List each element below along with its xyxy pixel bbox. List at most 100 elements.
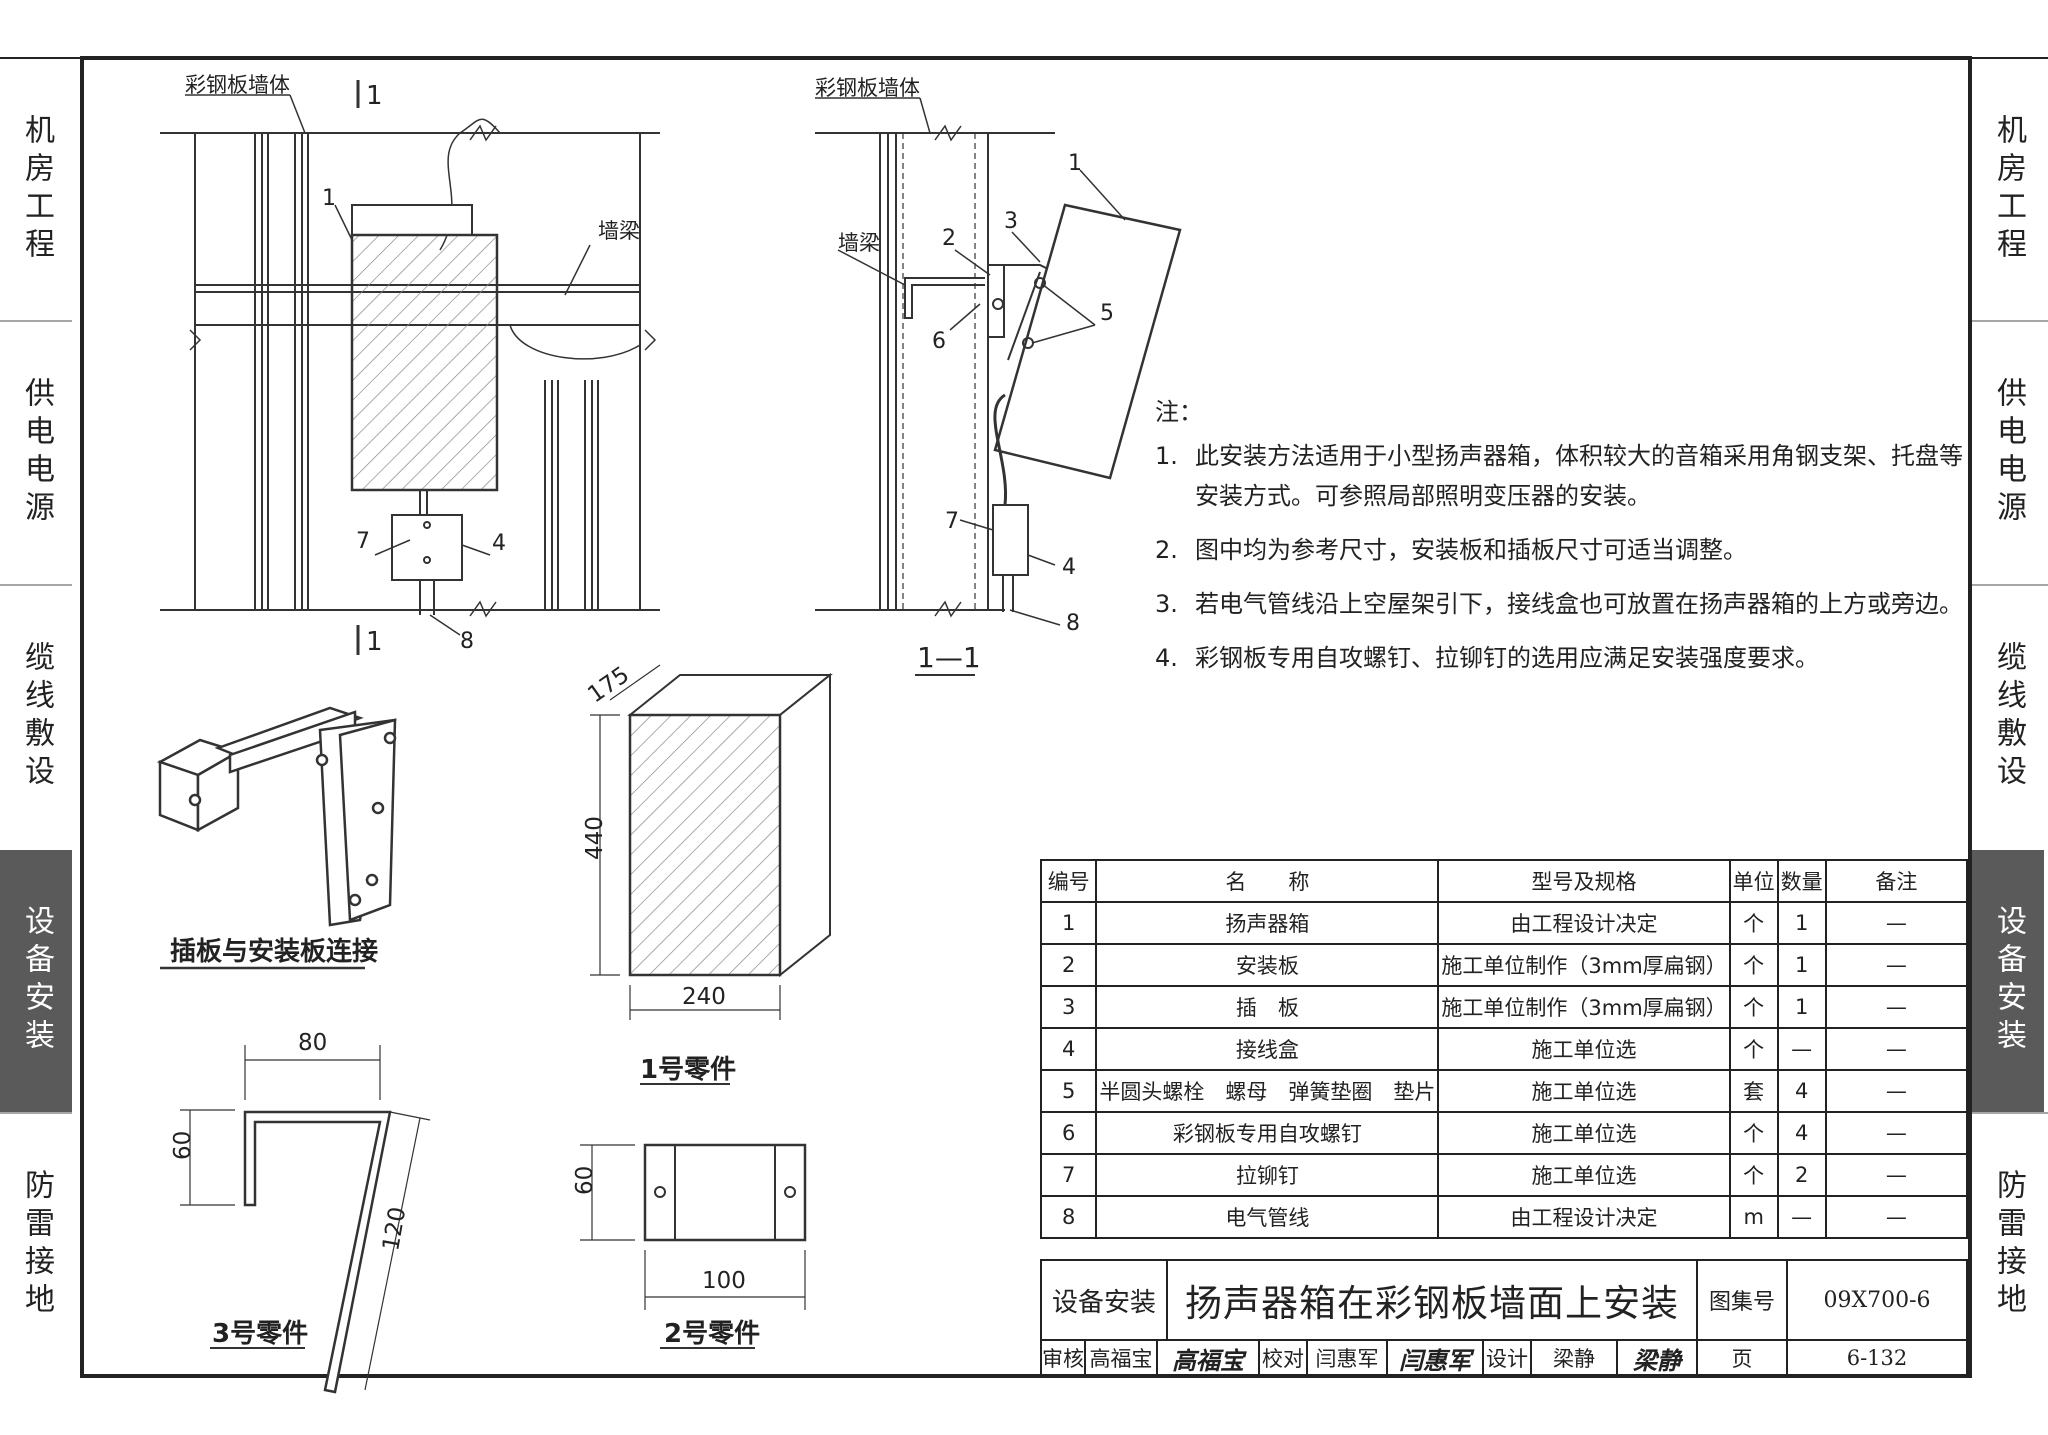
- reviewer-signature: 高福宝: [1158, 1341, 1260, 1375]
- table-cell: 1: [1776, 901, 1827, 945]
- table-cell: —: [1824, 943, 1969, 987]
- title-block: 设备安装 扬声器箱在彩钢板墙面上安装 图集号 09X700-6 审核 高福宝 高…: [1040, 1259, 1968, 1377]
- checker-name: 闫惠军: [1308, 1341, 1388, 1375]
- section-mark-top: 1: [366, 81, 383, 111]
- side-tab-equipment-install-right[interactable]: 设备安装: [1972, 850, 2044, 1112]
- header-cell: 数量: [1776, 859, 1827, 903]
- side-tab-label: 缆线敷设: [1991, 641, 2026, 793]
- atlas-number: 09X700-6: [1823, 1287, 1931, 1313]
- note-text: 彩钢板专用自攻螺钉、拉铆钉的选用应满足安装强度要求。: [1195, 644, 1819, 672]
- side-tab-machine-room[interactable]: 机房工程: [0, 60, 72, 320]
- note-number: 3.: [1155, 590, 1178, 618]
- section-wall-label: 彩钢板墙体: [815, 76, 920, 100]
- part1-dim-height: 440: [582, 816, 608, 860]
- table-cell: —: [1824, 985, 1969, 1029]
- part3-caption: 3号零件: [212, 1319, 308, 1349]
- note-item: 1.此安装方法适用于小型扬声器箱，体积较大的音箱采用角钢支架、托盘等安装方式。可…: [1155, 436, 1975, 516]
- table-cell: 1: [1776, 985, 1827, 1029]
- side-tab-lightning-protection[interactable]: 防雷接地: [0, 1114, 72, 1376]
- part2-caption: 2号零件: [664, 1319, 760, 1349]
- table-cell: 7: [1039, 1153, 1098, 1197]
- category-cell: 设备安装: [1042, 1261, 1168, 1339]
- page-label: 页: [1698, 1341, 1788, 1375]
- checker-signature: 闫惠军: [1388, 1341, 1484, 1375]
- note-item: 4.彩钢板专用自攻螺钉、拉铆钉的选用应满足安装强度要求。: [1155, 638, 1975, 678]
- table-cell: 1: [1776, 943, 1827, 987]
- side-tab-cabling-right[interactable]: 缆线敷设: [1972, 586, 2044, 848]
- side-tab-equipment-install[interactable]: 设备安装: [0, 850, 72, 1112]
- table-cell: 施工单位选: [1437, 1111, 1731, 1155]
- section-callout-8: 8: [1066, 611, 1080, 636]
- table-cell: 施工单位选: [1437, 1027, 1731, 1071]
- table-cell: —: [1824, 1195, 1969, 1239]
- side-tab-label: 供电电源: [19, 377, 54, 529]
- callout-7: 7: [356, 529, 370, 554]
- table-cell: 拉铆钉: [1095, 1153, 1440, 1197]
- side-tab-lightning-protection-right[interactable]: 防雷接地: [1972, 1114, 2044, 1376]
- table-cell: —: [1824, 901, 1969, 945]
- review-label: 审核: [1042, 1341, 1086, 1375]
- table-cell: 1: [1039, 901, 1098, 945]
- table-cell: —: [1824, 1153, 1969, 1197]
- note-item: 3.若电气管线沿上空屋架引下，接线盒也可放置在扬声器箱的上方或旁边。: [1155, 584, 1975, 624]
- section-callout-7: 7: [945, 509, 959, 534]
- check-label: 校对: [1260, 1341, 1308, 1375]
- note-number: 2.: [1155, 536, 1178, 564]
- part2-dim-height: 60: [572, 1166, 598, 1195]
- table-cell: 个: [1728, 943, 1779, 987]
- section-callout-5: 5: [1100, 301, 1114, 326]
- section-callout-4: 4: [1062, 555, 1076, 580]
- note-text: 此安装方法适用于小型扬声器箱，体积较大的音箱采用角钢支架、托盘等安装方式。可参照…: [1195, 442, 1963, 510]
- table-cell: —: [1824, 1069, 1969, 1113]
- table-cell: 彩钢板专用自攻螺钉: [1095, 1111, 1440, 1155]
- side-tab-cabling[interactable]: 缆线敷设: [0, 586, 72, 848]
- table-cell: —: [1824, 1111, 1969, 1155]
- section-title: 1—1: [917, 641, 981, 674]
- table-cell: 个: [1728, 1027, 1779, 1071]
- note-item: 2.图中均为参考尺寸，安装板和插板尺寸可适当调整。: [1155, 530, 1975, 570]
- side-tab-power-supply-right[interactable]: 供电电源: [1972, 322, 2044, 584]
- table-cell: 施工单位制作（3mm厚扁钢）: [1437, 943, 1731, 987]
- connection-caption: 插板与安装板连接: [170, 937, 378, 967]
- section-callout-1: 1: [1068, 151, 1082, 176]
- table-cell: 3: [1039, 985, 1098, 1029]
- table-cell: 6: [1039, 1111, 1098, 1155]
- reviewer-name: 高福宝: [1086, 1341, 1158, 1375]
- table-cell: 4: [1776, 1069, 1827, 1113]
- header-cell: 单位: [1728, 859, 1779, 903]
- table-cell: 个: [1728, 1111, 1779, 1155]
- side-tab-machine-room-right[interactable]: 机房工程: [1972, 60, 2044, 320]
- side-tab-power-supply[interactable]: 供电电源: [0, 322, 72, 584]
- drawing-title: 扬声器箱在彩钢板墙面上安装: [1168, 1261, 1698, 1339]
- part1-detail: [590, 664, 833, 1085]
- side-tab-label: 供电电源: [1991, 377, 2026, 529]
- page-number: 6-132: [1846, 1346, 1908, 1370]
- part3-dim-top: 80: [298, 1030, 327, 1056]
- part2-dim-width: 100: [702, 1268, 746, 1294]
- atlas-label: 图集号: [1698, 1261, 1788, 1339]
- side-tab-label: 防雷接地: [1991, 1169, 2026, 1321]
- header-cell: 编号: [1039, 859, 1098, 903]
- callout-1: 1: [322, 186, 336, 211]
- design-label: 设计: [1484, 1341, 1532, 1375]
- table-cell: —: [1776, 1195, 1827, 1239]
- table-cell: 插 板: [1095, 985, 1440, 1029]
- table-cell: 个: [1728, 1153, 1779, 1197]
- section-callout-3: 3: [1004, 209, 1018, 234]
- table-cell: 安装板: [1095, 943, 1440, 987]
- section-beam-label: 墙梁: [838, 231, 880, 255]
- section-mark-bottom: 1: [366, 627, 383, 657]
- table-cell: —: [1776, 1027, 1827, 1071]
- part3-detail: [180, 1045, 431, 1394]
- table-cell: 扬声器箱: [1095, 901, 1440, 945]
- part1-caption: 1号零件: [640, 1055, 736, 1085]
- header-cell: 备注: [1824, 859, 1969, 903]
